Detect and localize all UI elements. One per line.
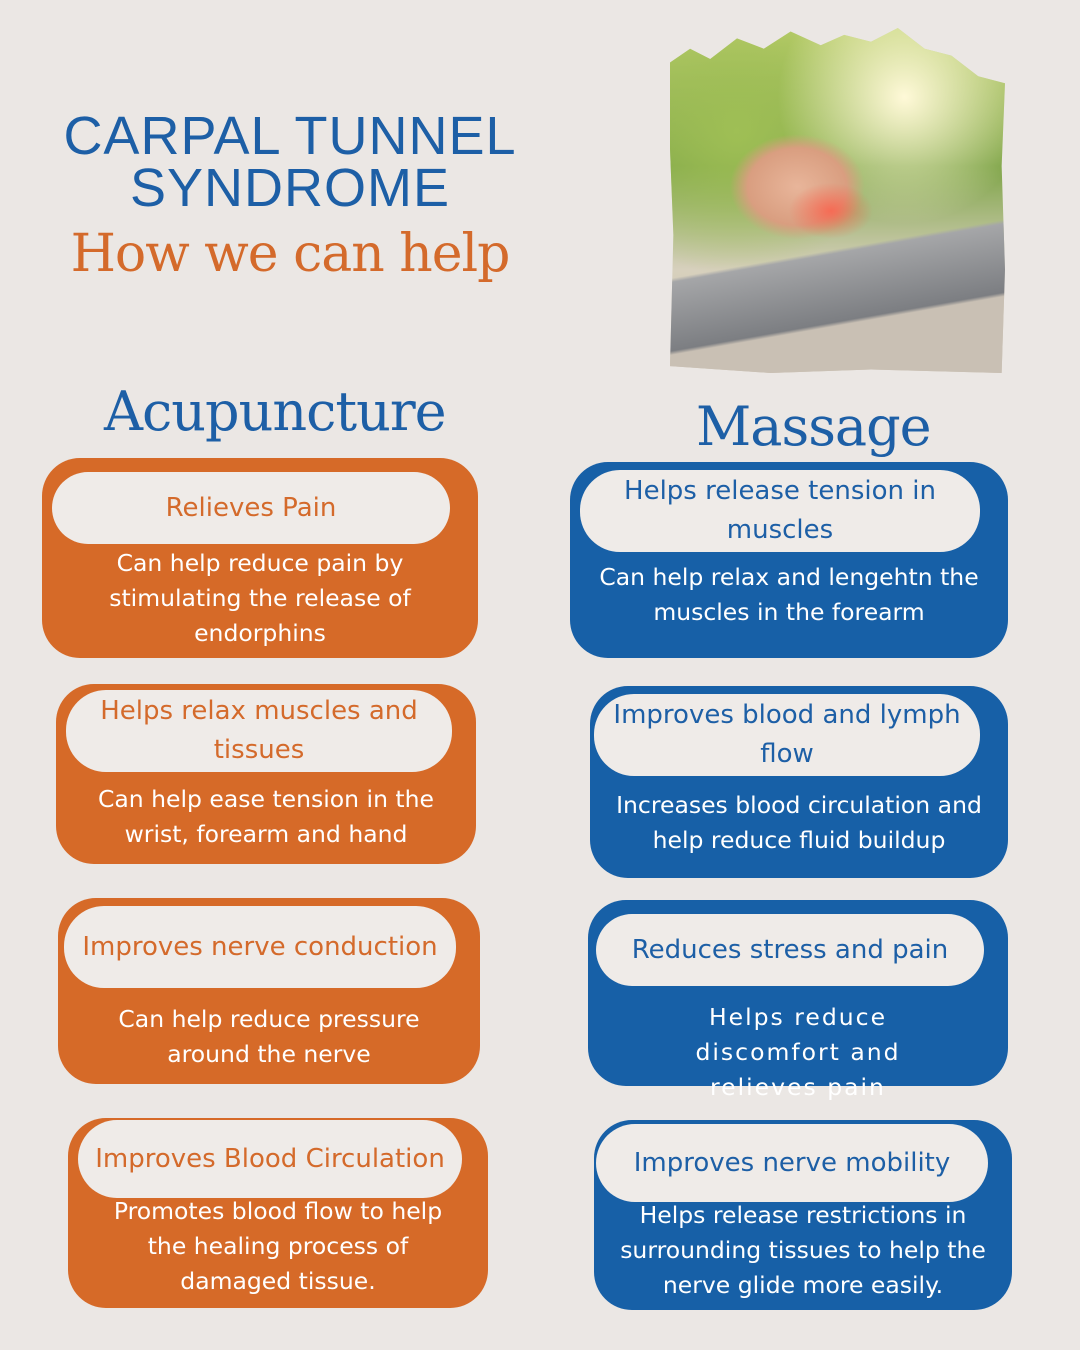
acupuncture-card-1: Relieves Pain Can help reduce pain by st…: [42, 458, 478, 658]
title-block: CARPAL TUNNEL SYNDROME How we can help: [40, 106, 540, 284]
card-title: Helps release tension in muscles: [580, 470, 980, 552]
card-title: Helps relax muscles and tissues: [66, 690, 452, 772]
subtitle: How we can help: [70, 224, 511, 284]
massage-card-1: Helps release tension in muscles Can hel…: [570, 462, 1008, 658]
card-description: Helps release restrictions in surroundin…: [620, 1201, 986, 1299]
card-description: Can help relax and lengehtn the muscles …: [599, 563, 979, 626]
card-title: Relieves Pain: [52, 472, 450, 544]
wrist-pain-photo: [670, 28, 1005, 373]
card-description: Can help reduce pain by stimulating the …: [109, 549, 411, 647]
massage-heading: Massage: [696, 395, 932, 458]
card-title: Improves nerve conduction: [64, 906, 456, 988]
acupuncture-heading: Acupuncture: [104, 380, 447, 443]
massage-card-2: Improves blood and lymph flow Increases …: [590, 686, 1008, 878]
card-description: Can help reduce pressure around the nerv…: [118, 1005, 420, 1068]
card-title: Improves nerve mobility: [596, 1124, 988, 1202]
card-title: Improves blood and lymph flow: [594, 694, 980, 776]
acupuncture-card-3: Improves nerve conduction Can help reduc…: [58, 898, 480, 1084]
massage-card-4: Improves nerve mobility Helps release re…: [594, 1120, 1012, 1310]
card-title: Improves Blood Circulation: [78, 1120, 462, 1198]
card-description: Increases blood circulation and help red…: [616, 791, 982, 854]
acupuncture-card-4: Improves Blood Circulation Promotes bloo…: [68, 1118, 488, 1308]
card-title: Reduces stress and pain: [596, 914, 984, 986]
acupuncture-card-2: Helps relax muscles and tissues Can help…: [56, 684, 476, 864]
massage-card-3: Reduces stress and pain Helps reduce dis…: [588, 900, 1008, 1101]
title-line-1: CARPAL TUNNEL: [63, 106, 517, 166]
card-description: Helps reduce discomfort and relieves pai…: [695, 1003, 901, 1101]
title-line-2: SYNDROME: [129, 158, 451, 218]
card-description: Promotes blood flow to help the healing …: [113, 1197, 443, 1295]
card-description: Can help ease tension in the wrist, fore…: [97, 785, 434, 848]
